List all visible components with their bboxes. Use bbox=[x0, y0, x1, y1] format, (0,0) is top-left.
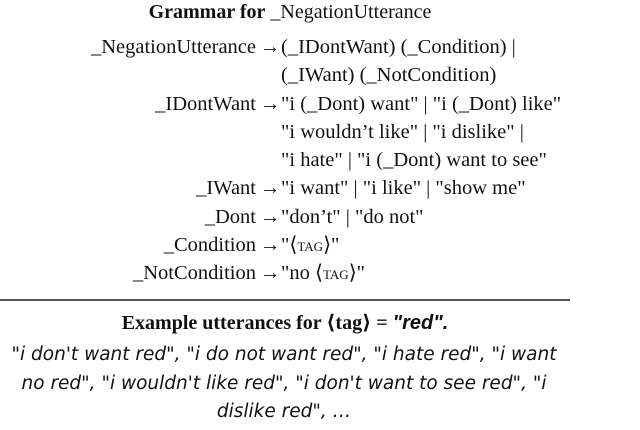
rule-lhs: _Dont bbox=[204, 205, 256, 228]
grammar-rule-notcondition: _NotCondition → "no ⟨tag⟩" bbox=[0, 259, 640, 287]
rule-rhs: (_IWant) (_NotCondition) bbox=[281, 64, 497, 87]
examples-title: Example utterances for ⟨tag⟩ = "red". bbox=[0, 309, 570, 337]
arrow-icon: → bbox=[260, 205, 281, 228]
grammar-title-bold: Grammar for bbox=[148, 1, 266, 23]
arrow-icon: → bbox=[260, 262, 281, 285]
rule-rhs: "i wouldn’t like" | "i dislike" | bbox=[281, 120, 524, 143]
section-divider bbox=[0, 299, 570, 301]
grammar-title: Grammar for _NegationUtterance bbox=[0, 0, 580, 24]
rule-rhs: "i hate" | "i (_Dont) want to see" bbox=[281, 149, 547, 172]
rule-lhs: _Condition bbox=[163, 234, 256, 257]
rule-rhs: (_IDontWant) (_Condition) | bbox=[281, 36, 516, 58]
grammar-rule-dont: _Dont → "don’t" | "do not" bbox=[0, 203, 640, 231]
rule-rhs: "⟨tag⟩" bbox=[281, 234, 340, 257]
grammar-rule-continuation: "i hate" | "i (_Dont) want to see" bbox=[0, 146, 640, 174]
arrow-icon: → bbox=[260, 36, 281, 58]
grammar-rule-iwant: _IWant → "i want" | "i like" | "show me" bbox=[0, 174, 640, 202]
rule-lhs: _NegationUtterance bbox=[90, 36, 256, 58]
grammar-rule-continuation: "i wouldn’t like" | "i dislike" | bbox=[0, 118, 640, 146]
rule-lhs: _NotCondition bbox=[132, 262, 256, 285]
rule-rhs: "i want" | "i like" | "show me" bbox=[281, 177, 526, 200]
examples-title-value: "red". bbox=[392, 312, 449, 334]
rule-lhs: _IDontWant bbox=[155, 92, 256, 115]
grammar-rule-idontwant: _IDontWant → "i (_Dont) want" | "i (_Don… bbox=[0, 90, 640, 118]
tag-placeholder: tag bbox=[297, 235, 324, 256]
example-utterances: "i don't want red", "i do not want red",… bbox=[11, 344, 557, 422]
grammar-rule-continuation: (_IWant) (_NotCondition) bbox=[0, 61, 640, 89]
rule-rhs: "no ⟨tag⟩" bbox=[281, 262, 366, 285]
rule-rhs: "don’t" | "do not" bbox=[281, 205, 424, 228]
grammar-rule-negation-utterance: _NegationUtterance → (_IDontWant) (_Cond… bbox=[0, 33, 640, 61]
tag-placeholder: tag bbox=[323, 263, 349, 284]
rule-rhs: "i (_Dont) want" | "i (_Dont) like" bbox=[281, 92, 562, 115]
grammar-rule-condition: _Condition → "⟨tag⟩" bbox=[0, 231, 640, 259]
grammar-title-name: _NegationUtterance bbox=[270, 1, 432, 23]
arrow-icon: → bbox=[260, 92, 281, 115]
arrow-icon: → bbox=[260, 177, 281, 200]
examples-title-prefix: Example utterances for ⟨tag⟩ = bbox=[121, 312, 393, 334]
grammar-rules: _NegationUtterance → (_IDontWant) (_Cond… bbox=[0, 33, 640, 288]
rule-lhs: _IWant bbox=[196, 177, 256, 200]
arrow-icon: → bbox=[260, 234, 281, 257]
